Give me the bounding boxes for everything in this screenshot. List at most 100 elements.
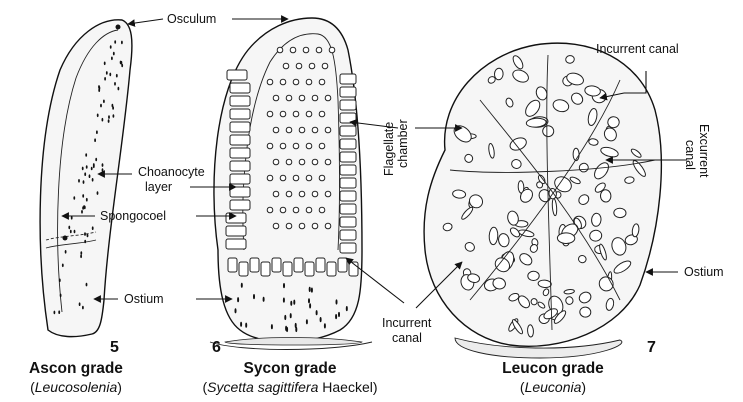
ascon-pore <box>92 226 94 230</box>
base-pore <box>283 298 285 303</box>
inner-pore <box>283 63 289 69</box>
inner-pore <box>299 95 305 101</box>
caption-sycon-title: Sycon grade <box>243 360 336 377</box>
inner-pore <box>267 207 273 213</box>
ascon-pore <box>81 210 83 214</box>
inner-pore <box>303 47 309 53</box>
label-choanocyte-layer: layer <box>145 180 172 194</box>
inner-pore <box>325 95 331 101</box>
label-ostium-left: Ostium <box>124 292 164 306</box>
sycon-authority: Haeckel <box>322 379 373 395</box>
radial-canal <box>230 83 250 93</box>
ascon-pore <box>111 57 113 61</box>
base-pore <box>308 298 310 303</box>
inner-pore <box>293 175 299 181</box>
inner-pore <box>267 79 273 85</box>
inner-pore <box>273 191 279 197</box>
base-pore <box>235 308 237 313</box>
base-chamber <box>316 258 325 272</box>
inner-pore <box>319 207 325 213</box>
ascon-pore <box>112 104 114 108</box>
ascon-pore <box>103 100 105 104</box>
ascon-pore <box>78 179 80 183</box>
ascon-pore <box>54 311 56 315</box>
ascon-pore <box>104 62 106 66</box>
radial-canal <box>230 96 250 106</box>
base-pore <box>309 287 311 292</box>
ascon-pore <box>102 168 104 172</box>
ascon-pore <box>80 251 82 255</box>
inner-pore <box>280 143 286 149</box>
ascon-pore <box>89 174 91 178</box>
ascon-pore <box>121 64 123 68</box>
ascon-pore <box>110 45 112 49</box>
radial-canal <box>230 135 250 145</box>
sycon-genus-name: Sycetta sagittifera <box>207 379 318 395</box>
base-pore <box>338 312 340 317</box>
caption-sycon-genus: (Sycetta sagittifera Haeckel) <box>202 379 377 395</box>
label-incurrent-canal-top: Incurrent canal <box>596 42 679 56</box>
inner-pore <box>306 111 312 117</box>
ascon-pore <box>113 114 115 118</box>
base-pore <box>320 317 322 322</box>
radial-canal <box>226 239 246 249</box>
ascon-pore <box>60 294 62 298</box>
ascon-pore <box>106 71 108 75</box>
ascon-pore <box>113 52 115 56</box>
ascon-sponge-illustration <box>40 20 132 337</box>
base-pore <box>284 315 286 320</box>
inner-pore <box>273 127 279 133</box>
label-spongocoel: Spongocoel <box>100 209 166 223</box>
radial-canal <box>230 187 250 197</box>
ascon-pore <box>62 264 64 268</box>
radial-canal <box>227 70 247 80</box>
base-pore <box>324 323 326 328</box>
label-flagellate: Flagellate <box>382 122 396 176</box>
label-excurrent-canal: canal <box>683 140 697 170</box>
ascon-pore <box>94 138 96 142</box>
ascon-pore <box>92 178 94 182</box>
radial-canal <box>340 87 356 97</box>
ascon-pore <box>80 254 82 258</box>
leucon-chamber <box>531 298 538 305</box>
ascon-pore <box>84 206 86 210</box>
radial-canal <box>230 122 250 132</box>
radial-canal <box>340 178 356 188</box>
figure-number-5: 5 <box>110 339 119 356</box>
radial-canal <box>340 126 356 136</box>
radial-canal <box>340 217 356 227</box>
inner-pore <box>280 207 286 213</box>
radial-canal <box>230 109 250 119</box>
ascon-pore <box>91 167 93 171</box>
radial-canal <box>340 139 356 149</box>
inner-pore <box>280 79 286 85</box>
ascon-pore <box>95 158 97 162</box>
ascon-pore <box>114 82 116 86</box>
ascon-pore <box>85 153 87 157</box>
label-chamber: chamber <box>396 119 410 168</box>
ascon-pore <box>70 230 72 234</box>
ascon-pore <box>84 172 86 176</box>
inner-pore <box>293 79 299 85</box>
inner-pore <box>273 95 279 101</box>
base-pore <box>346 306 348 311</box>
inner-pore <box>290 47 296 53</box>
base-pore <box>309 303 311 308</box>
leucon-chamber <box>557 233 575 244</box>
radial-canal <box>340 243 356 253</box>
ascon-pore <box>102 163 104 167</box>
radial-canal <box>340 152 356 162</box>
base-pore <box>245 323 247 328</box>
base-pore <box>336 299 338 304</box>
inner-pore <box>286 95 292 101</box>
base-pore <box>237 297 239 302</box>
inner-pore <box>286 191 292 197</box>
caption-leucon-title: Leucon grade <box>502 360 604 377</box>
inner-pore <box>312 223 318 229</box>
ascon-pore <box>58 310 60 314</box>
inner-pore <box>286 159 292 165</box>
base-chamber <box>228 258 237 272</box>
ascon-pore <box>83 180 85 184</box>
label-canal-middle: canal <box>392 331 422 345</box>
ascon-pore <box>121 41 123 45</box>
